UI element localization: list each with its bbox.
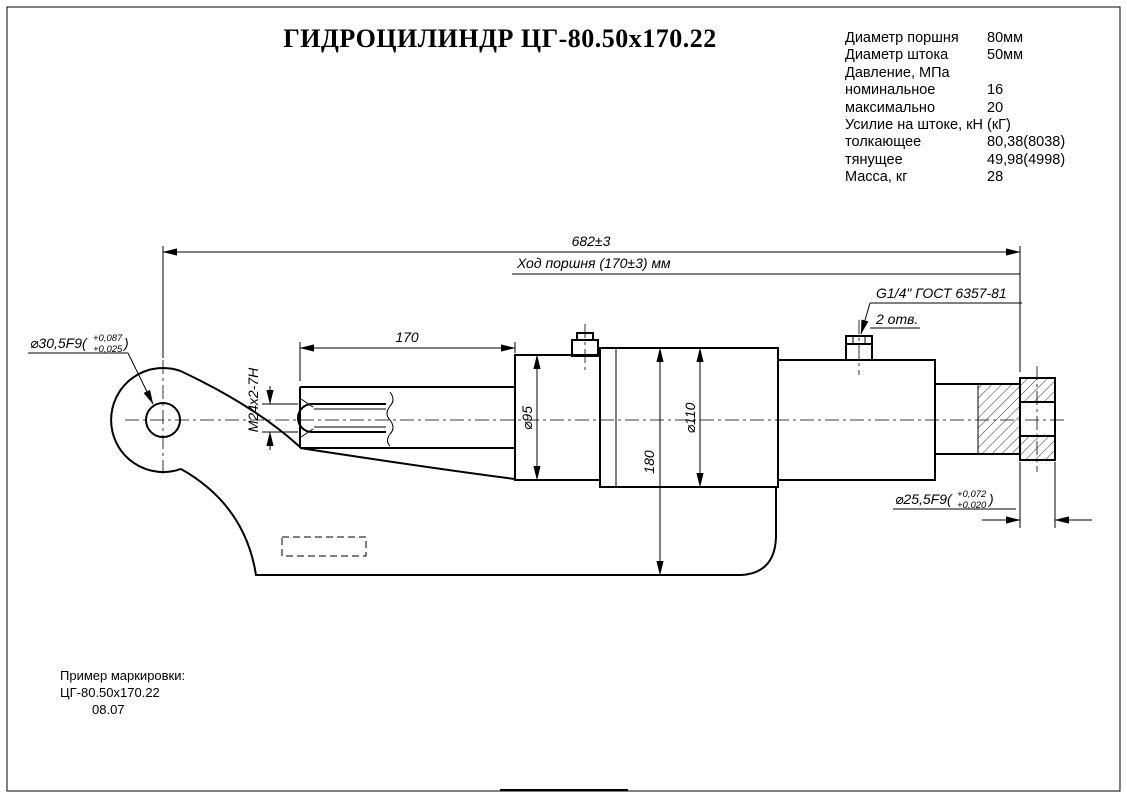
port-label: G1/4" ГОСТ 6357-81 — [876, 285, 1007, 301]
spec-row: Масса, кг 28 — [845, 169, 1120, 186]
dim-stroke-note: Ход поршня (170±3) мм — [516, 255, 671, 271]
page-title: ГИДРОЦИЛИНДР ЦГ-80.50х170.22 — [283, 24, 717, 53]
port-count-label: 2 отв. — [875, 311, 918, 327]
front-eye-callout: ⌀30,5F9( +0,087 +0,025 ) — [28, 333, 154, 405]
dimension-rod-length: 170 — [299, 329, 516, 381]
thread-detail — [297, 391, 394, 447]
spec-table: Диаметр поршня 80мм Диаметр штока 50мм Дав… — [845, 30, 1120, 187]
marking-line: ЦГ-80.50х170.22 — [60, 685, 160, 700]
piston-rod — [299, 386, 515, 449]
rear-eye-paren: ) — [987, 491, 994, 507]
spec-row: Усилие на штоке, кН (кГ) — [845, 117, 1120, 134]
spec-value: 20 — [987, 99, 1004, 116]
spec-row: тянущее 49,98(4998) — [845, 152, 1120, 169]
rear-eye-callout: ⌀25,5F9( +0,072 +0,020 ) — [893, 462, 1092, 528]
thread-callout: M24x2-7H — [245, 367, 298, 450]
spec-row: толкающее 80,38(8038) — [845, 134, 1120, 151]
spec-row: Давление, МПа — [845, 65, 1120, 82]
front-eye-dia: ⌀30,5F9( — [30, 335, 88, 351]
spec-label: максимально — [845, 99, 936, 116]
spec-row: максимально 20 — [845, 100, 1120, 117]
spec-label: Диаметр штока — [845, 47, 949, 64]
spec-value: 80мм — [987, 30, 1024, 46]
rear-eye-tol-lower: +0,020 — [957, 500, 987, 511]
dimension-gland-diameter: ⌀95 — [519, 354, 541, 481]
dim-rod-label: 170 — [395, 329, 419, 345]
spec-label: толкающее — [845, 134, 922, 151]
spec-value: 28 — [987, 169, 1004, 186]
spec-label: Давление, МПа — [845, 64, 950, 81]
spec-label: Усилие на штоке, кН (кГ) — [845, 117, 1011, 134]
spec-row: номинальное 16 — [845, 82, 1120, 99]
dimension-overall-length: 682±3 Ход поршня (170±3) мм — [162, 233, 1021, 372]
spec-row: Диаметр штока 50мм — [845, 47, 1120, 64]
dia-tube-label: ⌀110 — [682, 402, 698, 433]
front-eye-tol-lower: +0,025 — [93, 344, 123, 355]
spec-row: Диаметр поршня 80мм — [845, 30, 1120, 47]
rear-cap — [777, 335, 936, 481]
spec-value: 16 — [987, 82, 1004, 99]
centerlines — [125, 320, 1068, 478]
dia-gland-label: ⌀95 — [519, 406, 535, 430]
spec-label: Масса, кг — [845, 169, 908, 186]
dim-height-label: 180 — [641, 450, 657, 474]
marking-line: Пример маркировки: — [60, 668, 186, 683]
port-callout: G1/4" ГОСТ 6357-81 2 отв. — [860, 285, 1022, 335]
spec-label: номинальное — [845, 82, 936, 99]
spec-label: тянущее — [845, 151, 903, 168]
spec-label: Диаметр поршня — [845, 30, 959, 46]
spec-value: 49,98(4998) — [987, 151, 1066, 168]
rear-eye-tol-upper: +0,072 — [957, 489, 987, 500]
front-eye-tol-upper: +0,087 — [93, 333, 123, 344]
front-eye-bracket-outline — [110, 367, 777, 576]
marking-line: 08.07 — [92, 702, 125, 717]
hidden-lines — [281, 536, 367, 557]
dimension-height: 180 — [641, 347, 664, 576]
marking-example: Пример маркировки: ЦГ-80.50х170.22 08.07 — [60, 667, 185, 718]
rear-eye-section — [977, 377, 1056, 461]
front-eye-paren: ) — [122, 335, 129, 351]
spec-value: 50мм — [987, 47, 1024, 64]
rear-eye-dia: ⌀25,5F9( — [895, 491, 953, 507]
dim-overall-label: 682±3 — [572, 233, 611, 249]
sheet-border — [6, 6, 1121, 792]
spec-value: 80,38(8038) — [987, 134, 1066, 151]
thread-label: M24x2-7H — [245, 367, 261, 432]
dimension-tube-diameter: ⌀110 — [682, 347, 704, 488]
